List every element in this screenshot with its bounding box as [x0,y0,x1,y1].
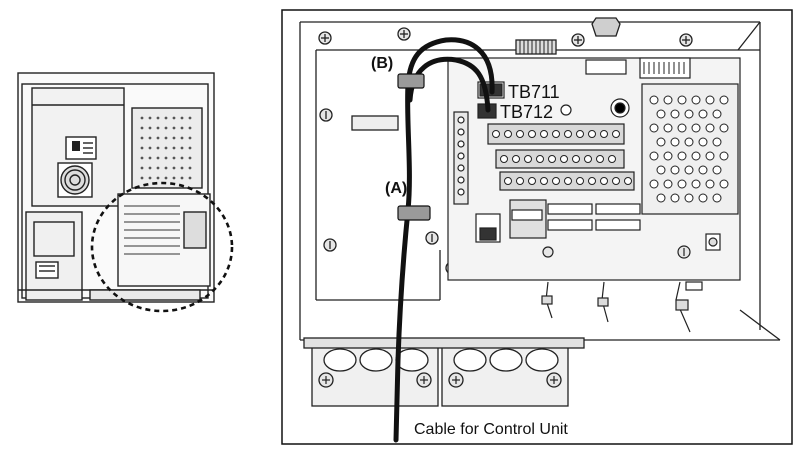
cable-gland-rail [303,337,585,407]
label-tb711: TB711 [508,82,560,102]
cable-clamp-b [397,73,425,89]
label-tb712: TB712 [500,102,553,122]
label-b: (B) [371,55,393,72]
vent-dots-small [140,116,192,180]
zoom-highlight-circle [90,181,234,313]
label-a: (A) [385,180,407,197]
caption-cable-for-control-unit: Cable for Control Unit [414,421,568,438]
detail-housing [299,17,781,341]
cable-clamp-a [397,205,431,221]
perforated-heatsink [641,83,739,215]
lower-harness [541,281,703,333]
unit-overview [17,72,215,303]
